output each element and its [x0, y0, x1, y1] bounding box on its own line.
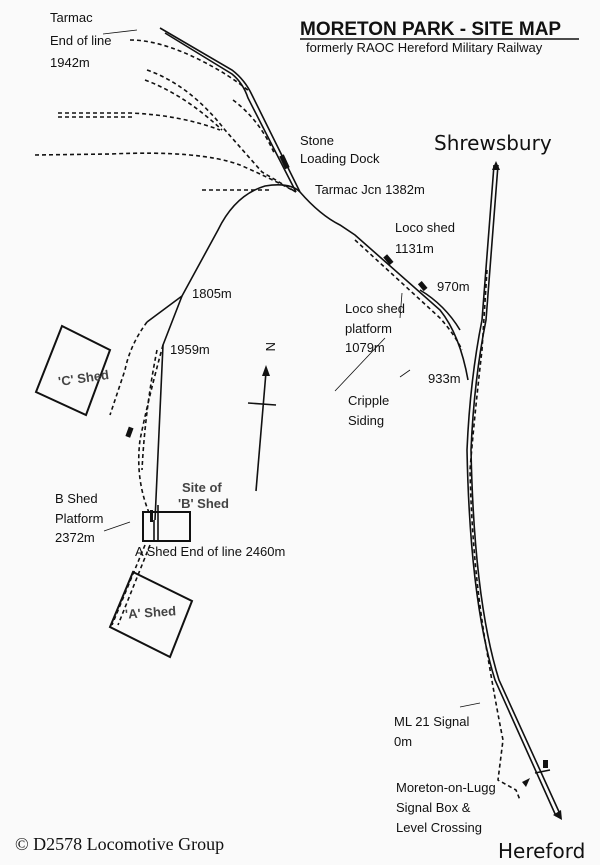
site-b-label-2: 'B' Shed — [178, 496, 229, 511]
m933-label: 933m — [428, 371, 461, 386]
signal-box-icon — [543, 760, 548, 768]
signal-box-pointer-icon — [522, 778, 530, 787]
signal-box-label-3: Level Crossing — [396, 820, 482, 835]
tarmac-end-label-3: 1942m — [50, 55, 90, 70]
tarmac-end-label-1: Tarmac — [50, 10, 93, 25]
a-shed-label: 'A' Shed — [125, 603, 177, 622]
loco-shed-icon — [383, 254, 394, 266]
map-subtitle: formerly RAOC Hereford Military Railway — [306, 40, 543, 55]
b-platform-label-1: B Shed — [55, 491, 98, 506]
a-end-label: A Shed End of line 2460m — [135, 544, 285, 559]
stone-dock-label-1: Stone — [300, 133, 334, 148]
hereford-label: Hereford — [498, 839, 585, 863]
m1959-label: 1959m — [170, 342, 210, 357]
south-arrowhead-icon — [553, 810, 562, 820]
loco-platform-label-2: platform — [345, 321, 392, 336]
shrewsbury-label: Shrewsbury — [434, 131, 552, 155]
north-arrowhead-icon — [492, 161, 500, 170]
tarmac-jcn-label: Tarmac Jcn 1382m — [315, 182, 425, 197]
loco-platform-label-1: Loco shed — [345, 301, 405, 316]
loco-shed-label-2: 1131m — [395, 241, 434, 256]
loco-shed-label-1: Loco shed — [395, 220, 455, 235]
main-line — [466, 161, 562, 820]
map-title: MORETON PARK - SITE MAP — [300, 19, 561, 40]
stone-dock-icon — [279, 154, 290, 170]
c-shed-label: 'C' Shed — [57, 367, 110, 389]
b-platform-label-3: 2372m — [55, 530, 95, 545]
ml21-label-2: 0m — [394, 734, 412, 749]
level-crossing-icon — [534, 769, 551, 774]
wagon-icon — [125, 426, 134, 438]
b-shed-site — [142, 511, 191, 542]
north-label: N — [263, 342, 278, 351]
b-platform-icon — [150, 510, 153, 522]
loco-platform-icon — [417, 281, 428, 292]
stone-dock-label-2: Loading Dock — [300, 151, 380, 166]
m970-label: 970m — [437, 279, 470, 294]
m1805-label: 1805m — [192, 286, 232, 301]
signal-box-label-2: Signal Box & — [396, 800, 471, 815]
cripple-label-1: Cripple — [348, 393, 389, 408]
leader-lines — [102, 29, 481, 708]
ml21-label-1: ML 21 Signal — [394, 714, 470, 729]
branch-tracks — [34, 27, 469, 626]
north-arrow-icon — [262, 365, 270, 376]
loco-platform-label-3: 1079m — [345, 340, 385, 355]
a-shed-building — [108, 570, 194, 659]
cripple-label-2: Siding — [348, 413, 384, 428]
b-platform-label-2: Platform — [55, 511, 103, 526]
tarmac-end-label-2: End of line — [50, 33, 111, 48]
signal-box-label-1: Moreton-on-Lugg — [396, 780, 496, 795]
copyright: © D2578 Locomotive Group — [15, 834, 224, 854]
site-b-label-1: Site of — [182, 480, 222, 495]
c-shed-building — [34, 324, 112, 417]
north-arrow: N — [247, 342, 278, 492]
